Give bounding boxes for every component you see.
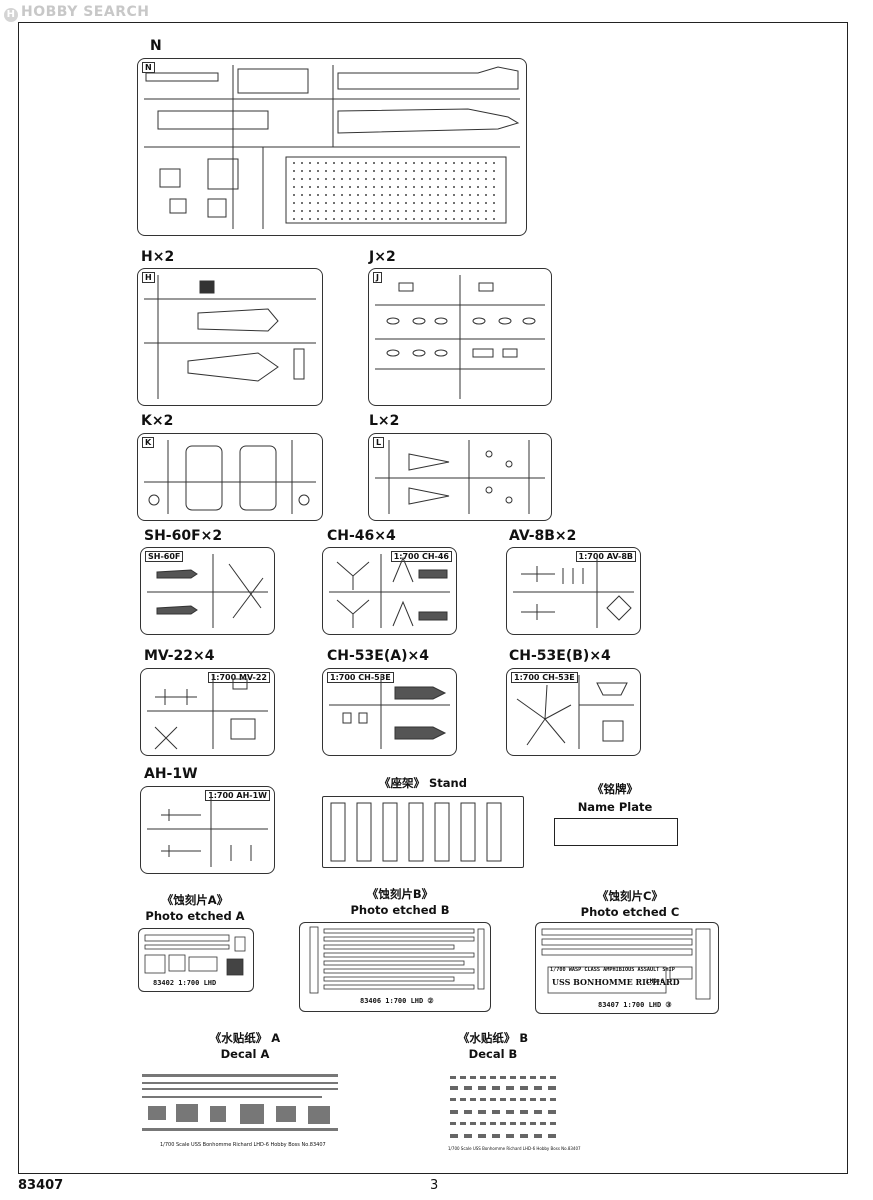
sprue-ch53a-label: CH-53E(A)×4 [327, 648, 429, 664]
photo-etched-b-label-en: Photo etched B [350, 903, 450, 917]
sprue-l-label: L×2 [369, 413, 400, 429]
photo-etched-c-code: 83407 1:700 LHD ③ [598, 1001, 672, 1009]
photo-etched-b-parts [309, 926, 485, 994]
sprue-l-tag: L [373, 437, 385, 448]
sprue-sh60f-tag: SH-60F [145, 551, 184, 562]
photo-etched-a-parts [144, 934, 246, 976]
photo-etched-c-fret: 1/700 WASP CLASS AMPHIBIOUS ASSAULT SHIP… [535, 922, 719, 1014]
sprue-sh60f-parts [147, 554, 268, 628]
stand-parts [330, 802, 502, 862]
sprue-mv22-parts [147, 675, 268, 750]
sprue-ah1w-tag: 1:700 AH-1W [205, 790, 270, 801]
sprue-l: L [368, 433, 552, 521]
sprue-k-tag: K [142, 437, 155, 448]
sprue-ch46: 1:700 CH-46 [322, 547, 457, 635]
sprue-n-label: N [150, 38, 162, 54]
sprue-n-parts [144, 65, 520, 229]
name-plate-label-en: Name Plate [577, 800, 653, 814]
sprue-k-label: K×2 [141, 413, 174, 429]
hobby-search-logo-icon: H [4, 8, 18, 22]
watermark-text: HOBBY SEARCH [21, 4, 150, 20]
sprue-ch53a-tag: 1:700 CH-53E [327, 672, 394, 683]
photo-etched-c-line2: USS BONHOMME RICHARD [552, 977, 680, 987]
decal-a-caption: 1/700 Scale USS Bonhomme Richard LHD-6 H… [160, 1142, 326, 1148]
sprue-av8b: 1:700 AV-8B [506, 547, 641, 635]
sprue-mv22-tag: 1:700 MV-22 [207, 672, 270, 683]
sprue-sh60f: SH-60F [140, 547, 275, 635]
sprue-ah1w-label: AH-1W [144, 766, 198, 782]
sprue-k-parts [144, 440, 316, 514]
sprue-ch53b-parts [516, 675, 634, 749]
sprue-h-tag: H [142, 272, 155, 283]
sprue-ch46-label: CH-46×4 [327, 528, 396, 544]
decal-a-label-en: Decal A [220, 1047, 270, 1061]
sprue-ch53b-tag: 1:700 CH-53E [511, 672, 578, 683]
decal-b-sheet: 1/700 Scale USS Bonhomme Richard LHD-6 H… [446, 1072, 581, 1154]
photo-etched-c-line3: LHD-6 [646, 978, 665, 985]
page-frame [18, 22, 848, 1174]
sprue-h: H [137, 268, 323, 406]
stand-label: 《座架》 Stand [379, 776, 467, 790]
stand-sprue [322, 796, 524, 868]
sprue-av8b-parts [513, 554, 634, 628]
sprue-j-label: J×2 [369, 249, 396, 265]
sprue-j: J [368, 268, 552, 406]
photo-etched-c-label-cn: 《蚀刻片C》 [597, 889, 663, 903]
sprue-j-parts [375, 275, 545, 399]
decal-a-markings [142, 1074, 338, 1131]
decal-b-label-cn: 《水贴纸》 B [457, 1031, 529, 1045]
page-number: 3 [430, 1178, 439, 1193]
decal-a-sheet: 1/700 Scale USS Bonhomme Richard LHD-6 H… [140, 1070, 340, 1150]
name-plate-label-cn: 《铭牌》 [592, 782, 638, 796]
photo-etched-a-label-cn: 《蚀刻片A》 [161, 893, 229, 907]
photo-etched-c-parts [541, 928, 711, 1000]
sprue-l-parts [375, 440, 545, 514]
sprue-h-label: H×2 [141, 249, 175, 265]
decal-a-label-cn: 《水贴纸》 A [209, 1031, 281, 1045]
sprue-ch46-parts [329, 554, 450, 628]
sprue-ch53a: 1:700 CH-53E [322, 668, 457, 756]
photo-etched-c-line1: 1/700 WASP CLASS AMPHIBIOUS ASSAULT SHIP [550, 967, 675, 973]
photo-etched-c-label-en: Photo etched C [580, 905, 680, 919]
sprue-ah1w-parts [147, 793, 268, 867]
photo-etched-b-label-cn: 《蚀刻片B》 [366, 887, 434, 901]
sprue-j-tag: J [373, 272, 382, 283]
decal-b-label-en: Decal B [468, 1047, 518, 1061]
photo-etched-b-code: 83406 1:700 LHD ② [360, 997, 434, 1005]
sprue-ch53a-parts [329, 675, 450, 749]
sprue-ah1w: 1:700 AH-1W [140, 786, 275, 874]
photo-etched-b-fret: 83406 1:700 LHD ② [299, 922, 491, 1012]
sprue-mv22: 1:700 MV-22 [140, 668, 275, 756]
sprue-ch53b-label: CH-53E(B)×4 [509, 648, 611, 664]
sprue-mv22-label: MV-22×4 [144, 648, 215, 664]
decal-b-caption: 1/700 Scale USS Bonhomme Richard LHD-6 H… [448, 1146, 581, 1151]
name-plate-box [554, 818, 678, 846]
sprue-ch46-tag: 1:700 CH-46 [390, 551, 452, 562]
photo-etched-a-label-en: Photo etched A [145, 909, 245, 923]
decal-b-markings [450, 1076, 556, 1138]
kit-number: 83407 [18, 1178, 64, 1193]
sprue-h-parts [144, 275, 316, 399]
sprue-k: K [137, 433, 323, 521]
sprue-av8b-label: AV-8B×2 [509, 528, 577, 544]
sprue-n: N [137, 58, 527, 236]
photo-etched-a-fret: 83402 1:700 LHD [138, 928, 254, 992]
sprue-av8b-tag: 1:700 AV-8B [575, 551, 636, 562]
sprue-ch53b: 1:700 CH-53E [506, 668, 641, 756]
sprue-sh60f-label: SH-60F×2 [144, 528, 223, 544]
photo-etched-a-code: 83402 1:700 LHD [153, 979, 217, 987]
